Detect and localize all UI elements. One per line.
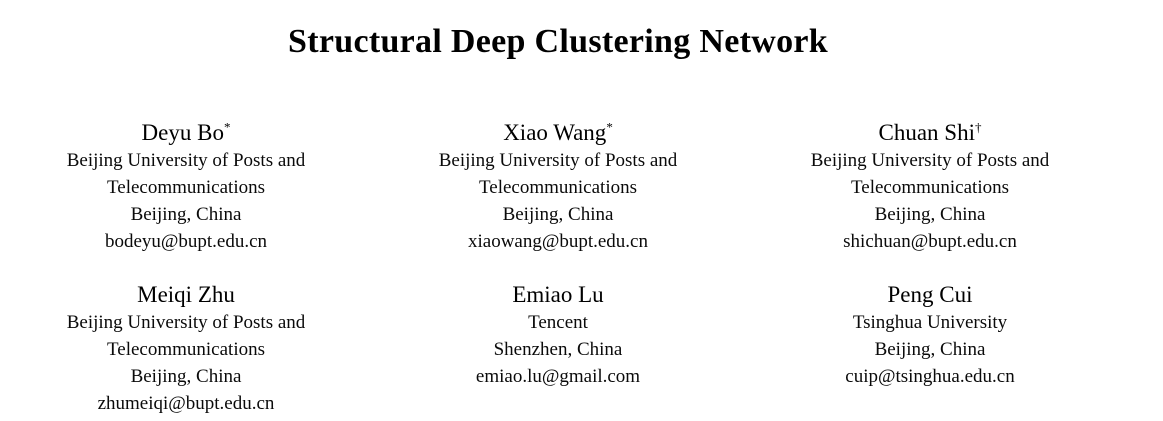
author-email: bodeyu@bupt.edu.cn [104,231,268,252]
author-block: Xiao Wang* Beijing University of Posts a… [372,118,744,255]
author-email: cuip@tsinghua.edu.cn [845,366,1015,387]
author-email: shichuan@bupt.edu.cn [843,231,1017,252]
author-name-text: Chuan Shi [878,120,975,145]
author-block: Chuan Shi† Beijing University of Posts a… [744,118,1116,255]
author-name: Xiao Wang* [372,118,744,147]
author-block: Deyu Bo* Beijing University of Posts and… [0,118,372,255]
author-block: Peng Cui Tsinghua University Beijing, Ch… [744,280,1116,390]
affiliation-line: Telecommunications [106,339,265,360]
author-location: Shenzhen, China [493,339,623,360]
author-email: xiaowang@bupt.edu.cn [467,231,648,252]
author-location: Beijing, China [874,339,986,360]
author-mark: * [223,119,231,135]
paper-header: Structural Deep Clustering Network Deyu … [0,23,1116,417]
author-location: Beijing, China [130,366,242,387]
affiliation-line: Beijing University of Posts and [66,150,306,171]
author-location: Beijing, China [502,204,614,225]
affiliation-line: Beijing University of Posts and [810,150,1050,171]
author-name: Deyu Bo* [0,118,372,147]
author-email: zhumeiqi@bupt.edu.cn [97,393,275,414]
author-name: Peng Cui [744,280,1116,309]
author-location: Beijing, China [130,204,242,225]
paper-title: Structural Deep Clustering Network [288,23,828,60]
author-name: Meiqi Zhu [0,280,372,309]
author-location: Beijing, China [874,204,986,225]
author-block: Meiqi Zhu Beijing University of Posts an… [0,280,372,417]
affiliation-line: Beijing University of Posts and [438,150,678,171]
authors-grid: Deyu Bo* Beijing University of Posts and… [0,118,1116,417]
author-name: Emiao Lu [372,280,744,309]
affiliation-line: Beijing University of Posts and [66,312,306,333]
affiliation-line: Tencent [528,312,588,333]
author-name-text: Emiao Lu [512,282,604,307]
author-mark: * [606,119,613,135]
author-name-text: Meiqi Zhu [137,282,235,307]
affiliation-line: Telecommunications [478,177,637,198]
affiliation-line: Telecommunications [850,177,1009,198]
author-email: emiao.lu@gmail.com [475,366,641,387]
author-block: Emiao Lu Tencent Shenzhen, China emiao.l… [372,280,744,390]
author-name-text: Peng Cui [887,282,973,307]
author-name-text: Deyu Bo [141,120,224,145]
affiliation-line: Telecommunications [106,177,265,198]
author-name-text: Xiao Wang [503,120,607,145]
author-name: Chuan Shi† [744,118,1116,147]
affiliation-line: Tsinghua University [852,312,1008,333]
author-mark: † [974,119,982,135]
